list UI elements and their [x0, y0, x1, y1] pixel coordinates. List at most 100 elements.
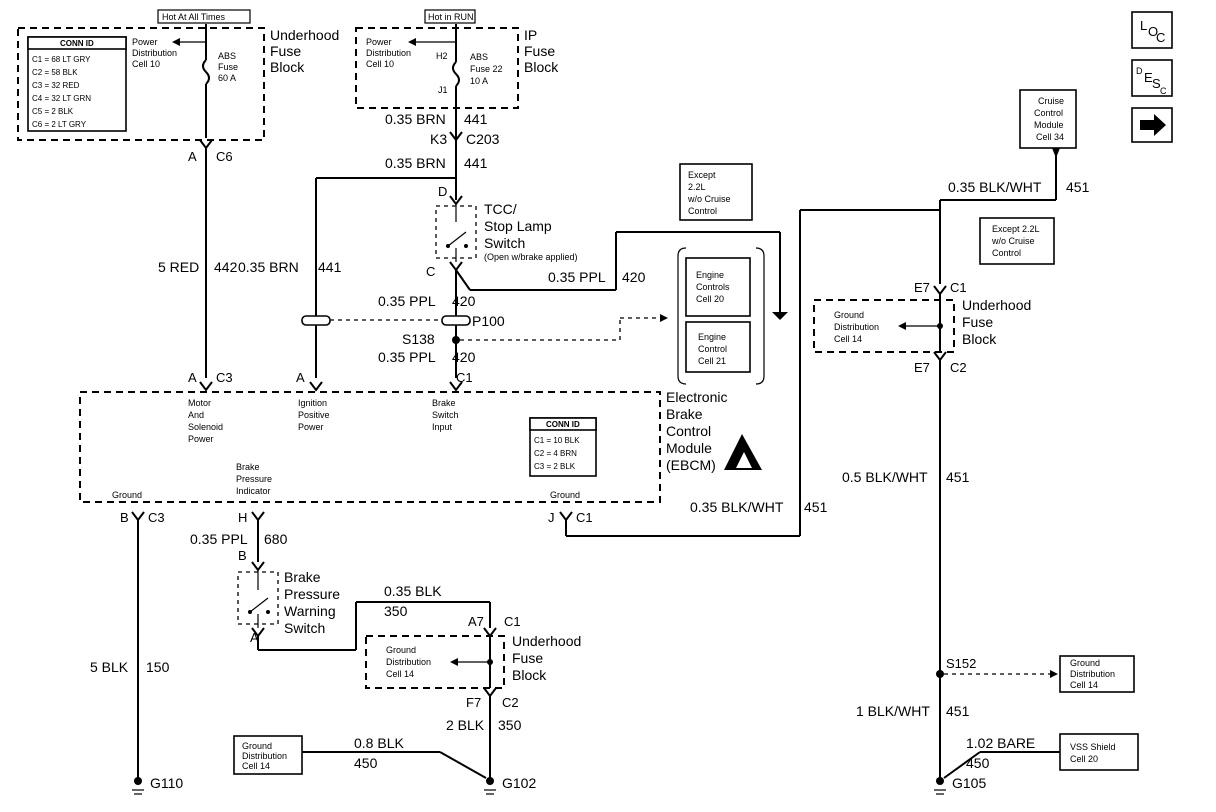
- svg-text:J: J: [548, 510, 555, 525]
- svg-text:441: 441: [318, 259, 342, 275]
- svg-text:Fuse: Fuse: [512, 650, 543, 666]
- svg-text:450: 450: [966, 755, 990, 771]
- svg-text:Ground: Ground: [834, 310, 864, 320]
- hot-at-all-times-box: [157, 9, 251, 24]
- underhood-fuse-block-bottom: [365, 635, 505, 689]
- svg-text:5 BLK: 5 BLK: [90, 659, 129, 675]
- splice-s152: [936, 670, 944, 678]
- desc-button[interactable]: [1131, 59, 1173, 97]
- splice-s138: [452, 336, 460, 344]
- svg-text:451: 451: [1066, 179, 1090, 195]
- svg-text:Cruise: Cruise: [1038, 96, 1064, 106]
- svg-text:2 BLK: 2 BLK: [446, 717, 485, 733]
- svg-text:C4 = 32 LT GRN: C4 = 32 LT GRN: [32, 94, 91, 103]
- vss-shield-box: [1059, 733, 1139, 771]
- esd-warning-icon: [724, 434, 762, 470]
- svg-text:442: 442: [214, 259, 238, 275]
- svg-text:C3: C3: [216, 370, 233, 385]
- svg-text:VSS Shield: VSS Shield: [1070, 742, 1116, 752]
- svg-text:Ground: Ground: [550, 490, 580, 500]
- svg-text:Fuse: Fuse: [524, 43, 555, 59]
- underhood-fuse-block-top: [17, 27, 265, 141]
- svg-text:Underhood: Underhood: [962, 297, 1031, 313]
- svg-text:451: 451: [946, 469, 970, 485]
- svg-text:Ground: Ground: [112, 490, 142, 500]
- svg-text:B: B: [238, 548, 247, 563]
- svg-text:Pressure: Pressure: [284, 586, 340, 602]
- svg-text:Ground: Ground: [386, 645, 416, 655]
- svg-text:L: L: [1140, 18, 1147, 33]
- svg-text:C5 = 2 BLK: C5 = 2 BLK: [32, 107, 74, 116]
- ground-distribution-s152: [1059, 655, 1135, 693]
- svg-text:(EBCM): (EBCM): [666, 457, 716, 473]
- svg-text:Distribution: Distribution: [834, 322, 879, 332]
- svg-text:C6: C6: [216, 149, 233, 164]
- svg-text:C2 = 4 BRN: C2 = 4 BRN: [534, 449, 577, 458]
- svg-text:G110: G110: [150, 775, 183, 791]
- svg-text:S152: S152: [946, 656, 976, 671]
- svg-text:Distribution: Distribution: [1070, 669, 1115, 679]
- svg-text:S: S: [1152, 76, 1161, 91]
- svg-text:Ground: Ground: [1070, 658, 1100, 668]
- svg-text:Block: Block: [512, 667, 547, 683]
- svg-text:Module: Module: [666, 440, 712, 456]
- svg-text:(Open w/brake applied): (Open w/brake applied): [484, 252, 578, 262]
- svg-text:350: 350: [498, 717, 522, 733]
- ground-distribution-g102: [233, 735, 303, 775]
- ground-g110-icon: [134, 777, 142, 785]
- svg-text:C2: C2: [950, 360, 967, 375]
- svg-text:680: 680: [264, 531, 288, 547]
- ground-g102-icon: [486, 777, 494, 785]
- svg-text:0.35 BLK/WHT: 0.35 BLK/WHT: [690, 499, 784, 515]
- svg-text:Cell 10: Cell 10: [366, 59, 394, 69]
- except-22l-cruise-box-2: [979, 217, 1055, 265]
- svg-text:C1: C1: [504, 614, 521, 629]
- p100-connector-right: [441, 315, 471, 326]
- svg-text:E7: E7: [914, 280, 930, 295]
- engine-control-cell-21: [685, 321, 751, 373]
- svg-text:0.35 PPL: 0.35 PPL: [548, 269, 606, 285]
- svg-text:H2: H2: [436, 51, 448, 61]
- svg-text:w/o Cruise: w/o Cruise: [687, 194, 731, 204]
- svg-text:Switch: Switch: [284, 620, 325, 636]
- svg-text:Power: Power: [298, 422, 324, 432]
- svg-text:A: A: [250, 630, 259, 645]
- ip-fuse-block: [355, 27, 519, 109]
- loc-button[interactable]: [1131, 11, 1173, 49]
- svg-text:Brake: Brake: [236, 462, 260, 472]
- svg-text:Power: Power: [188, 434, 214, 444]
- svg-text:Distribution: Distribution: [386, 657, 431, 667]
- svg-text:0.35 BRN: 0.35 BRN: [238, 259, 299, 275]
- svg-text:Engine: Engine: [698, 332, 726, 342]
- svg-text:Fuse: Fuse: [270, 43, 301, 59]
- svg-text:S138: S138: [402, 331, 435, 347]
- svg-text:Except: Except: [688, 170, 716, 180]
- svg-text:H: H: [238, 510, 247, 525]
- p100-connector-left: [301, 315, 331, 326]
- svg-text:451: 451: [804, 499, 828, 515]
- svg-text:A: A: [188, 370, 197, 385]
- svg-text:5 RED: 5 RED: [158, 259, 199, 275]
- svg-text:Control: Control: [992, 248, 1021, 258]
- svg-text:C3: C3: [148, 510, 165, 525]
- svg-text:Module: Module: [1034, 120, 1064, 130]
- svg-text:Distribution: Distribution: [242, 751, 287, 761]
- svg-text:Distribution: Distribution: [132, 48, 177, 58]
- svg-text:C2 = 58 BLK: C2 = 58 BLK: [32, 68, 78, 77]
- cruise-control-module-box: [1019, 89, 1077, 149]
- svg-text:A: A: [188, 149, 197, 164]
- engine-controls-cell-20: [685, 257, 751, 317]
- abs-fuse-60a-symbol: [202, 59, 210, 85]
- svg-text:A: A: [296, 370, 305, 385]
- svg-text:C1 = 10 BLK: C1 = 10 BLK: [534, 436, 580, 445]
- svg-text:Block: Block: [524, 59, 559, 75]
- svg-text:Input: Input: [432, 422, 453, 432]
- svg-text:Control: Control: [698, 344, 727, 354]
- svg-text:P100: P100: [472, 313, 505, 329]
- svg-text:0.35 BRN: 0.35 BRN: [385, 111, 446, 127]
- svg-text:Switch: Switch: [484, 235, 525, 251]
- svg-text:Positive: Positive: [298, 410, 330, 420]
- svg-text:441: 441: [464, 155, 488, 171]
- svg-text:Control: Control: [688, 206, 717, 216]
